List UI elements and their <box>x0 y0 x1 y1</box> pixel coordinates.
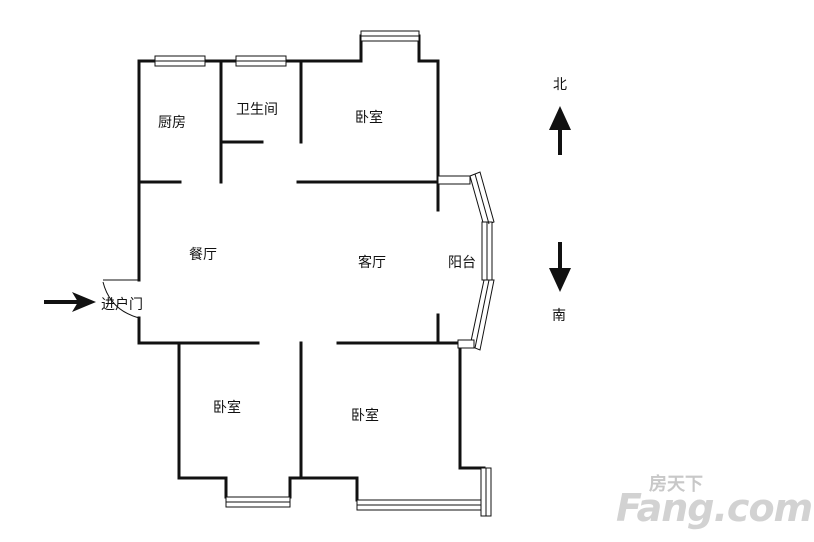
entrance-arrow-icon <box>44 292 96 312</box>
watermark-brand-cn: 房天下 <box>649 474 703 495</box>
balcony-label: 阳台 <box>448 255 476 271</box>
entrance-label: 进户门 <box>101 297 143 313</box>
kitchen-label: 厨房 <box>158 115 186 131</box>
south-label: 南 <box>552 308 566 324</box>
south-arrow-icon <box>549 242 571 292</box>
entry-door <box>102 279 140 319</box>
windows <box>154 30 492 517</box>
bedroom-north-label: 卧室 <box>355 110 383 126</box>
bedroom-southeast-label: 卧室 <box>351 408 379 424</box>
living-label: 客厅 <box>358 255 386 271</box>
north-label: 北 <box>553 77 567 93</box>
north-arrow-icon <box>549 106 571 155</box>
watermark-logo: 房天下 Fang.com <box>616 470 813 530</box>
bedroom-southwest-label: 卧室 <box>213 400 241 416</box>
balcony-bay <box>437 171 495 351</box>
dining-label: 餐厅 <box>189 247 217 263</box>
walls <box>137 34 486 502</box>
bathroom-label: 卫生间 <box>236 102 278 118</box>
watermark-brand-en: Fang.com <box>616 486 813 530</box>
